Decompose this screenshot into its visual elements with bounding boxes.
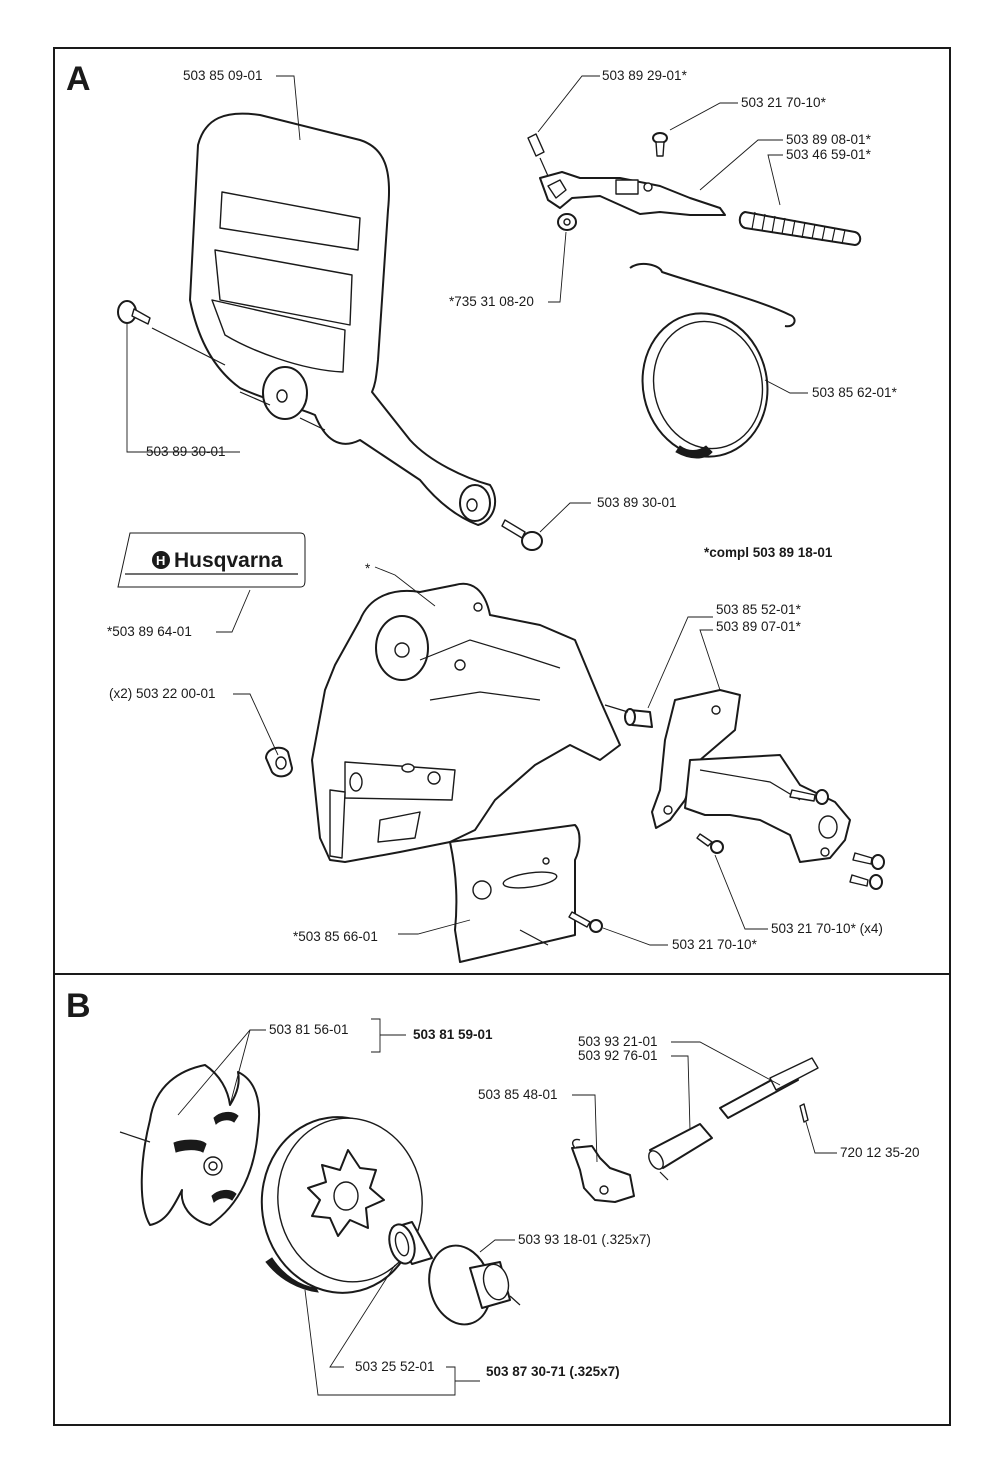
label-compl: *compl 503 89 18-01 bbox=[704, 545, 833, 560]
label-arm: 503 85 48-01 bbox=[478, 1087, 558, 1102]
label-bushing-left: 503 89 30-01 bbox=[146, 444, 226, 459]
label-clutch-shoe: 503 81 56-01 bbox=[269, 1022, 349, 1037]
handguard-drawing bbox=[189, 112, 497, 526]
label-shaft-alt: 503 92 76-01 bbox=[578, 1048, 658, 1063]
svg-text:H: H bbox=[156, 553, 165, 568]
label-pin-right: 503 85 52-01* bbox=[716, 602, 802, 617]
label-cover: * bbox=[365, 561, 371, 576]
bushing-right-drawing bbox=[501, 519, 543, 551]
section-a-letter: A bbox=[66, 60, 91, 98]
label-handguard: 503 85 09-01 bbox=[183, 68, 263, 83]
label-drum-kit: 503 87 30-71 (.325x7) bbox=[486, 1364, 620, 1379]
spring-pin-drawing bbox=[799, 1103, 809, 1123]
pin-drawing bbox=[527, 133, 549, 177]
lever-drawing bbox=[539, 171, 726, 216]
label-screws-x4: 503 21 70-10* (x4) bbox=[771, 921, 883, 936]
pin-right-drawing bbox=[604, 704, 653, 728]
label-shaft: 503 93 21-01 bbox=[578, 1034, 658, 1049]
logo-wordmark: Husqvarna bbox=[174, 549, 283, 572]
label-screw-top: 503 21 70-10* bbox=[741, 95, 827, 110]
section-a-leaders bbox=[126, 75, 808, 946]
bushing-left-drawing bbox=[117, 300, 226, 366]
husqvarna-logo: H Husqvarna bbox=[152, 549, 283, 572]
label-clutch-kit: 503 81 59-01 bbox=[413, 1027, 493, 1042]
clutch-shoes-drawing bbox=[119, 1064, 261, 1226]
shaft-drawing bbox=[648, 1057, 819, 1181]
needle-bearing-drawing bbox=[388, 1221, 433, 1265]
arm-drawing bbox=[571, 1138, 635, 1203]
label-washer: *735 31 08-20 bbox=[449, 294, 534, 309]
label-nut: (x2) 503 22 00-01 bbox=[109, 686, 216, 701]
label-bushing-right: 503 89 30-01 bbox=[597, 495, 677, 510]
label-drum-bearing: 503 93 18-01 (.325x7) bbox=[518, 1232, 651, 1247]
label-brake-band: 503 85 62-01* bbox=[812, 385, 898, 400]
label-needle-bearing: 503 25 52-01 bbox=[355, 1359, 435, 1374]
nut-drawing bbox=[265, 746, 293, 778]
label-pin: 503 89 29-01* bbox=[602, 68, 688, 83]
label-guide-plate: *503 85 66-01 bbox=[293, 929, 378, 944]
label-screw-bottom: 503 21 70-10* bbox=[672, 937, 758, 952]
label-lever: 503 89 08-01* bbox=[786, 132, 872, 147]
brake-band-drawing bbox=[629, 262, 796, 459]
clutch-drum-drawing bbox=[260, 1116, 423, 1294]
section-b-letter: B bbox=[66, 987, 91, 1025]
diagram-border bbox=[53, 47, 951, 1426]
drum-washer-drawing bbox=[428, 1244, 521, 1326]
clutch-cover-drawing bbox=[311, 582, 621, 863]
screws-x4-drawing bbox=[696, 789, 885, 890]
guide-plate-drawing bbox=[449, 824, 581, 963]
label-cover-plate: 503 89 07-01* bbox=[716, 619, 802, 634]
label-decal: *503 89 64-01 bbox=[107, 624, 192, 639]
cover-plate-drawing bbox=[651, 689, 851, 863]
section-b-leaders bbox=[177, 1018, 837, 1396]
spring-drawing bbox=[738, 211, 862, 246]
label-spring-pin: 720 12 35-20 bbox=[840, 1145, 920, 1160]
screw-top-drawing bbox=[652, 132, 668, 157]
screw-bottom-drawing bbox=[568, 911, 603, 933]
decal-drawing bbox=[117, 532, 306, 588]
washer-drawing bbox=[557, 213, 577, 231]
label-spring: 503 46 59-01* bbox=[786, 147, 872, 162]
